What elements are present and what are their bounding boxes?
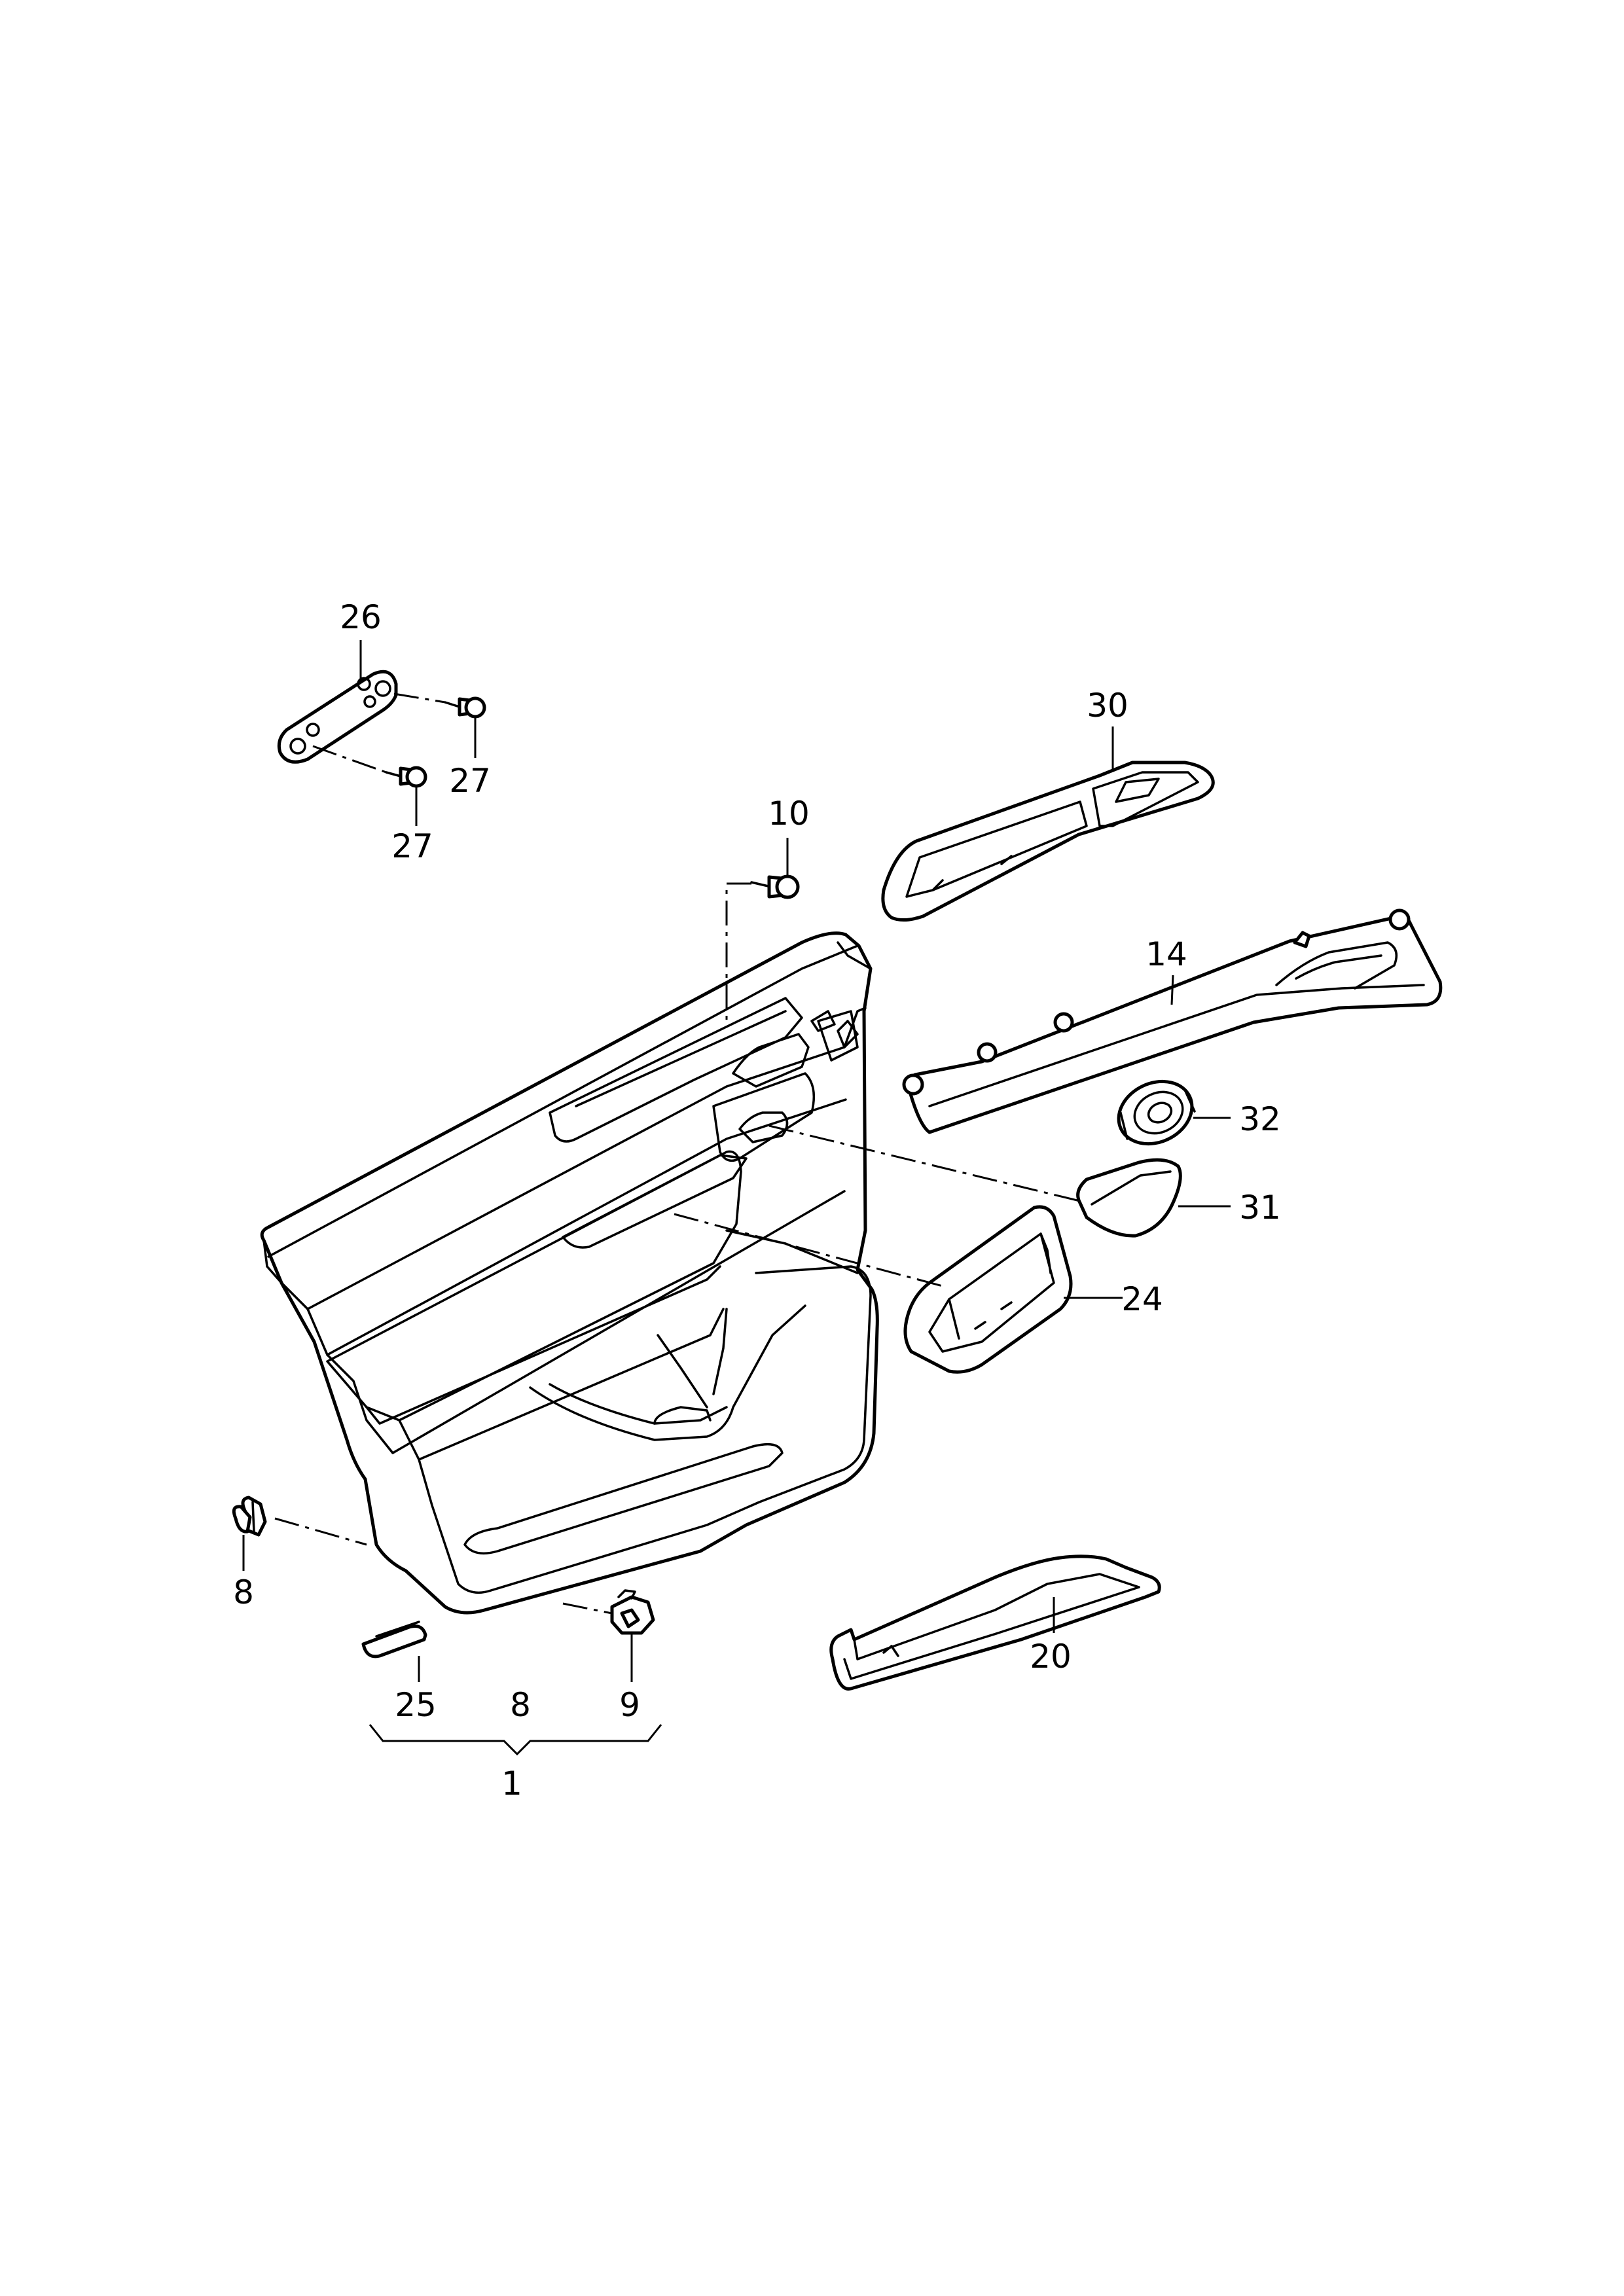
part-30-switch-panel-trim	[881, 761, 1215, 922]
callout-labels: 26 27 27 10 30 14 32 31 24 8 25 8 9 1 20	[233, 598, 1281, 1803]
part-32-speaker	[1117, 1079, 1196, 1146]
part-20-pocket-trim	[829, 1554, 1161, 1691]
part-25-clip	[361, 1621, 427, 1659]
callout-9: 9	[619, 1686, 640, 1724]
leader-lines	[242, 640, 1231, 1756]
callout-27-upper: 27	[449, 762, 491, 800]
callout-14: 14	[1146, 935, 1187, 973]
part-1-door-trim-panel	[260, 931, 879, 1615]
part-31-speaker-cover	[1076, 1158, 1182, 1238]
callout-24: 24	[1121, 1280, 1163, 1318]
part-10-screw	[750, 874, 800, 899]
part-27-screw-lower	[385, 766, 427, 788]
part-8-clip	[232, 1496, 267, 1537]
part-14-armrest-trim	[902, 908, 1443, 1134]
callout-10: 10	[768, 795, 810, 833]
callout-25: 25	[395, 1686, 437, 1724]
callout-8-group: 8	[510, 1686, 531, 1724]
part-9-fastener	[610, 1589, 655, 1635]
callout-20: 20	[1030, 1638, 1072, 1676]
callout-8-clip: 8	[233, 1573, 254, 1611]
callout-27-lower: 27	[391, 827, 433, 865]
callout-30: 30	[1087, 687, 1128, 725]
callout-32: 32	[1239, 1100, 1281, 1138]
part-26-bracket	[277, 670, 398, 764]
part-27-screw-upper	[444, 696, 486, 719]
part-24-pull-handle	[903, 1205, 1073, 1374]
callout-26: 26	[340, 598, 382, 636]
callout-31: 31	[1239, 1189, 1281, 1227]
callout-1: 1	[501, 1765, 522, 1803]
